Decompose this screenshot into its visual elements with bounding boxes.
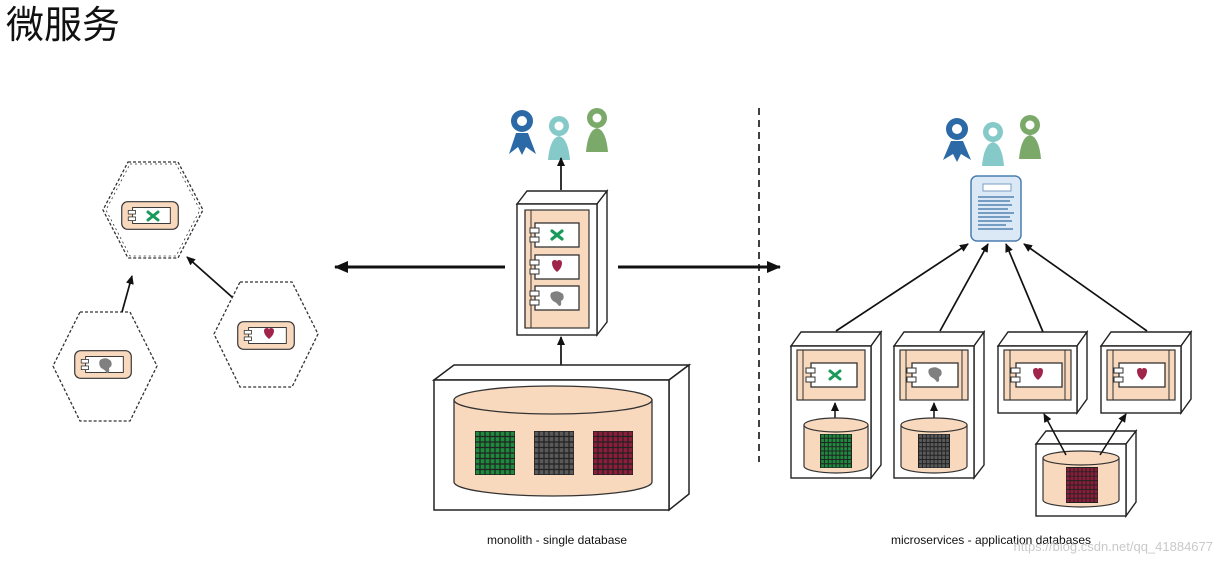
monolith-app-box bbox=[515, 188, 609, 338]
hexagon-service-bottom-left bbox=[52, 311, 158, 422]
arrow-shareddb-to-svc3 bbox=[1043, 413, 1067, 456]
users-right bbox=[943, 115, 1041, 166]
table-grid-gray bbox=[918, 434, 950, 468]
blob-icon bbox=[99, 358, 112, 373]
monolith-group: monolith - single database bbox=[431, 108, 692, 547]
user-teal-icon bbox=[982, 122, 1004, 166]
cross-icon bbox=[146, 210, 160, 222]
hex-arrow-left-to-top bbox=[121, 275, 134, 313]
arrow-shareddb-to-svc4 bbox=[1099, 413, 1127, 456]
heart-icon bbox=[264, 328, 274, 339]
arrow-svc3-to-gateway bbox=[1005, 243, 1044, 333]
monolith-component-heart bbox=[529, 254, 580, 280]
table-grid-red bbox=[593, 431, 633, 475]
heart-icon bbox=[1033, 368, 1043, 380]
user-green-icon bbox=[586, 108, 608, 152]
api-gateway-icon bbox=[970, 175, 1022, 242]
caption-monolith: monolith - single database bbox=[487, 533, 627, 547]
hexagon-service-top bbox=[102, 161, 204, 259]
table-grid-gray bbox=[534, 431, 574, 475]
microservice-cross bbox=[789, 329, 883, 481]
microservice-heart-b bbox=[1099, 329, 1193, 416]
heart-icon bbox=[1137, 368, 1147, 380]
user-blue-icon bbox=[509, 110, 536, 155]
microservices-group: microservices - application databases bbox=[789, 115, 1193, 547]
shared-database-box bbox=[1034, 428, 1138, 519]
blob-icon bbox=[928, 367, 942, 382]
caption-microservices: microservices - application databases bbox=[891, 533, 1091, 547]
table-grid-green bbox=[820, 434, 852, 468]
user-green-icon bbox=[1019, 115, 1041, 159]
page-title: 微服务 bbox=[6, 3, 121, 47]
arrow-svc2-to-gateway bbox=[939, 243, 989, 332]
blob-icon bbox=[550, 291, 564, 306]
arrow-svc4-to-gateway bbox=[1023, 243, 1148, 332]
monolith-component-cross bbox=[529, 222, 580, 248]
users-center bbox=[509, 108, 608, 160]
hexagon-services-group bbox=[52, 161, 319, 422]
monolith-component-blob bbox=[529, 285, 580, 311]
cross-icon bbox=[550, 229, 564, 241]
hexagon-service-right bbox=[213, 281, 319, 388]
user-teal-icon bbox=[548, 116, 570, 160]
watermark: https://blog.csdn.net/qq_41884677 bbox=[1014, 539, 1214, 554]
heart-icon bbox=[552, 260, 562, 272]
table-grid-red bbox=[1066, 467, 1098, 503]
arrow-svc1-to-gateway bbox=[835, 243, 969, 332]
cross-icon bbox=[828, 369, 842, 381]
microservice-heart-a bbox=[996, 329, 1089, 416]
user-blue-icon bbox=[943, 118, 971, 162]
microservice-blob bbox=[892, 329, 986, 481]
single-database-box bbox=[431, 363, 692, 512]
table-grid-green bbox=[475, 431, 515, 475]
hex-arrow-right-to-top bbox=[186, 256, 233, 298]
